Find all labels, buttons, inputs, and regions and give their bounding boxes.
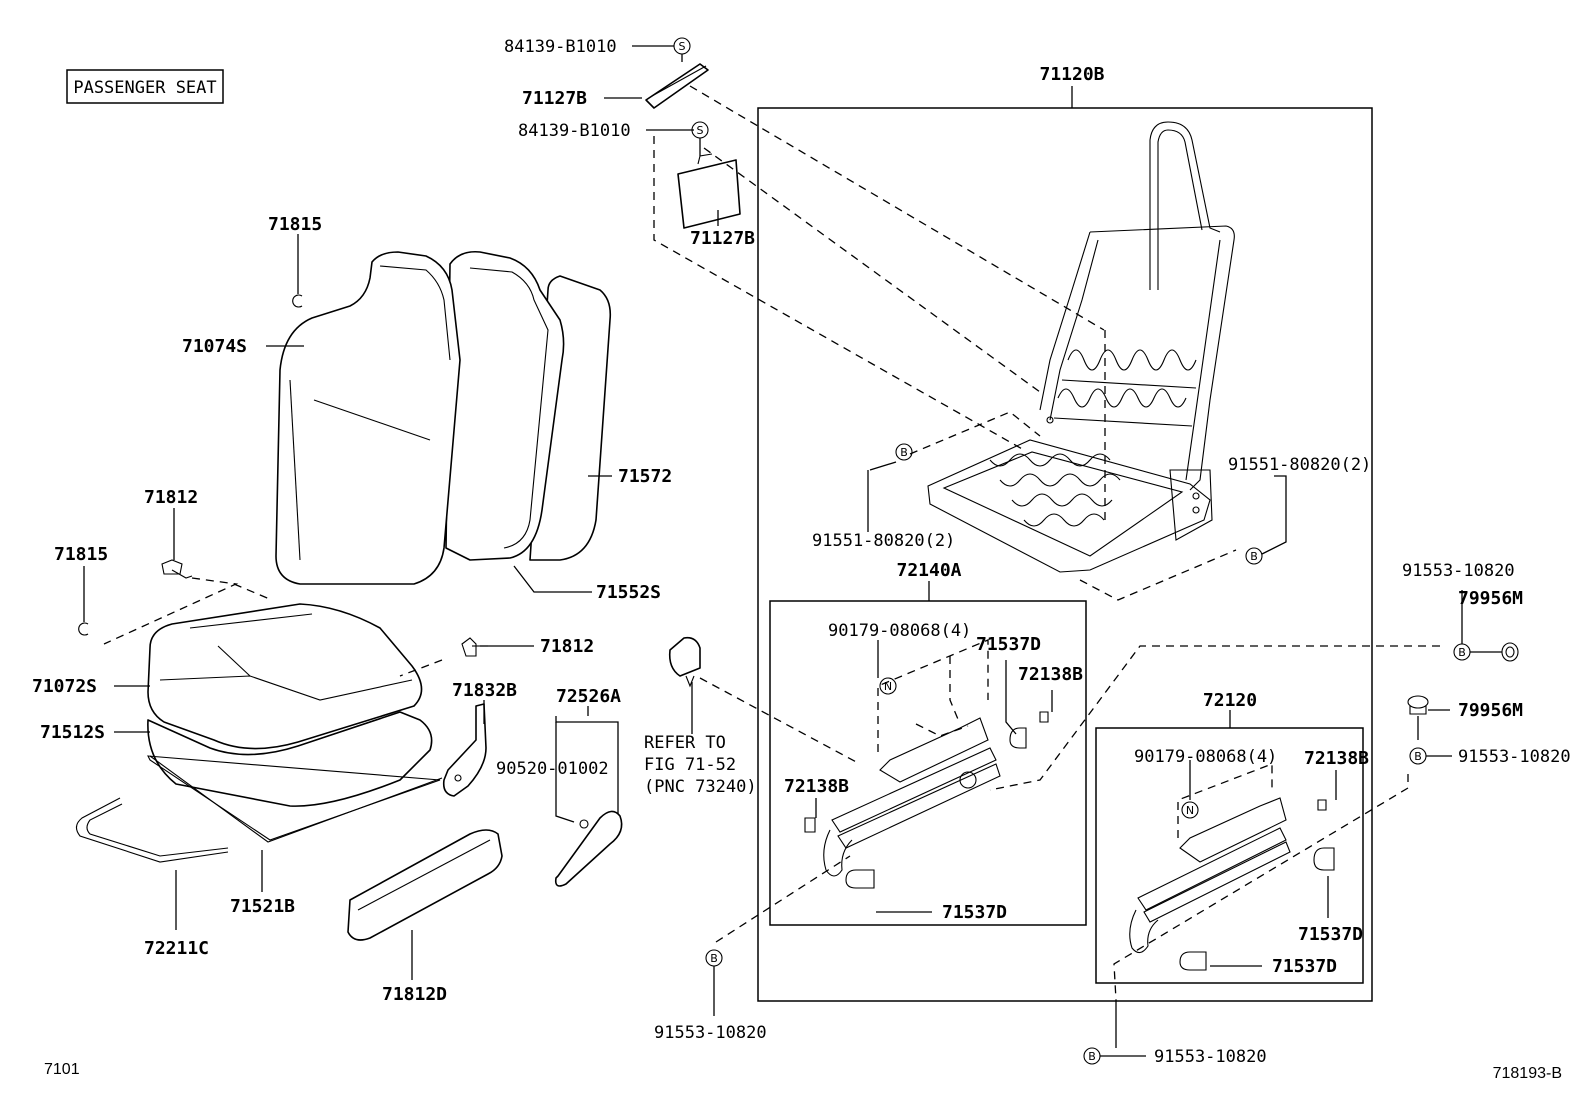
label-adjuster-a: 72140A	[896, 560, 961, 581]
label-screw-top: 84139-B1010	[504, 37, 617, 57]
seat-back-frame	[927, 121, 1235, 573]
label-cover-d-b2: 71537D	[1272, 956, 1337, 977]
svg-text:N: N	[884, 680, 892, 693]
label-refer-3: (PNC 73240)	[644, 777, 757, 797]
svg-text:B: B	[1088, 1050, 1096, 1063]
label-cap-b-b: 72138B	[1304, 748, 1369, 769]
footer-right-code: 718193-B	[1493, 1065, 1562, 1082]
svg-text:N: N	[1186, 804, 1194, 817]
svg-text:B: B	[900, 446, 908, 459]
label-back-board: 71572	[618, 466, 672, 487]
symbol-b-bolt-bl: B	[705, 949, 723, 967]
adjuster-a-box: 72140A	[769, 560, 1087, 926]
label-hook-right: 71812	[540, 636, 594, 657]
hook-71812-upper	[161, 559, 193, 579]
frame-assy-box: 71120B	[757, 64, 1373, 1002]
symbol-b-bolt-r2: B	[1409, 747, 1427, 765]
cap-79956m-2	[1407, 695, 1429, 715]
knob-part	[554, 810, 623, 887]
label-nut-a: 90179-08068(4)	[828, 621, 971, 641]
passenger-seat-label: PASSENGER SEAT	[73, 78, 216, 98]
label-cap-m2: 79956M	[1458, 700, 1523, 721]
svg-text:B: B	[1414, 750, 1422, 763]
label-frame-assy: 71120B	[1039, 64, 1104, 85]
symbol-b-bolt-left: B	[895, 443, 913, 461]
label-bolt-br: 91553-10820	[1154, 1047, 1267, 1067]
dashed-lines	[103, 85, 1440, 1001]
part-labels: 84139-B1010 71127B 84139-B1010 71127B 71…	[32, 37, 1571, 1067]
cap-79956m-1	[1501, 642, 1519, 662]
seatback-cover	[275, 250, 612, 585]
symbol-s-top: S	[673, 37, 691, 55]
clip-71815-lower	[78, 622, 89, 636]
adjuster-b-rail	[1129, 763, 1335, 971]
wire-part	[75, 797, 229, 863]
symbol-b-bolt-br: B	[1083, 1047, 1101, 1065]
label-clip-top: 71815	[268, 214, 322, 235]
label-wire: 72211C	[144, 938, 209, 959]
label-back-pad: 71552S	[596, 582, 661, 603]
label-cover-d-b1: 71537D	[1298, 924, 1363, 945]
label-bolt-left: 91551-80820(2)	[812, 531, 955, 551]
leader-lines	[83, 45, 1502, 1057]
adjuster-b-box: 72120	[1095, 690, 1364, 984]
label-hook-upper: 71812	[144, 487, 198, 508]
symbols: S S B B N N B B	[673, 37, 1471, 1065]
label-screw-mid: 84139-B1010	[518, 121, 631, 141]
cover-71127b-mid	[677, 153, 741, 229]
svg-text:S: S	[697, 124, 704, 137]
label-cush-cover: 71072S	[32, 676, 97, 697]
label-cap-m1: 79956M	[1458, 588, 1523, 609]
label-cover-d-a2: 71537D	[942, 902, 1007, 923]
label-bolt-tr: 91553-10820	[1402, 561, 1515, 581]
hook-71812-right	[461, 637, 488, 657]
label-cover-mid: 71127B	[690, 228, 755, 249]
symbol-n-adj-b: N	[1181, 801, 1199, 819]
label-shield-d: 71812D	[382, 984, 447, 1005]
label-cover-d-a: 71537D	[976, 634, 1041, 655]
adjuster-a-rail	[804, 639, 1049, 889]
seat-cushion	[147, 603, 443, 843]
cover-71127b-top	[645, 63, 709, 109]
label-cush-pad: 71512S	[40, 722, 105, 743]
buckle-part	[668, 636, 701, 688]
symbol-b-bolt-tr: B	[1453, 643, 1471, 661]
svg-text:B: B	[710, 952, 718, 965]
clip-71815-top	[292, 294, 303, 308]
shield-d-part	[347, 829, 503, 941]
cover-b-part	[442, 703, 487, 797]
label-clip-9052: 90520-01002	[496, 759, 609, 779]
label-shield: 71521B	[230, 896, 295, 917]
label-nut-b: 90179-08068(4)	[1134, 747, 1277, 767]
label-cap-b-a1: 72138B	[1018, 664, 1083, 685]
label-adjuster-b: 72120	[1203, 690, 1257, 711]
label-back-cover: 71074S	[182, 336, 247, 357]
symbol-s-mid: S	[691, 121, 709, 139]
label-knob-set: 72526A	[556, 686, 621, 707]
svg-text:B: B	[1250, 550, 1258, 563]
label-clip-lower: 71815	[54, 544, 108, 565]
label-bolt-bl: 91553-10820	[654, 1023, 767, 1043]
label-refer-2: FIG 71-52	[644, 755, 736, 775]
svg-text:B: B	[1458, 646, 1466, 659]
label-cap-b-a2: 72138B	[784, 776, 849, 797]
symbol-n-adj-a: N	[879, 677, 897, 695]
label-cover-b: 71832B	[452, 680, 517, 701]
label-bolt-right: 91551-80820(2)	[1228, 455, 1371, 475]
label-cover-top: 71127B	[522, 88, 587, 109]
label-bolt-r2: 91553-10820	[1458, 747, 1571, 767]
footer-left-code: 7101	[44, 1061, 80, 1078]
symbol-b-bolt-right: B	[1245, 547, 1263, 565]
passenger-seat-box: PASSENGER SEAT	[66, 69, 224, 104]
label-refer-1: REFER TO	[644, 733, 726, 753]
svg-text:S: S	[679, 40, 686, 53]
